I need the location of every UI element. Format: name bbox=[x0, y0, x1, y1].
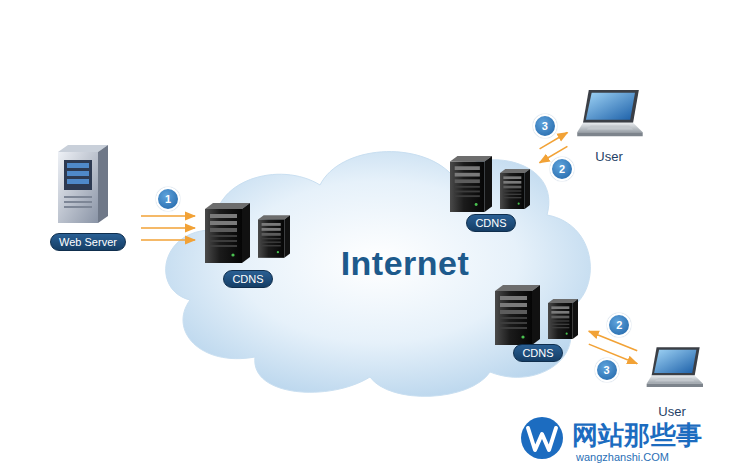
flow-arrow bbox=[141, 227, 195, 229]
web-server: Web Server bbox=[38, 140, 138, 255]
user-laptop: User bbox=[570, 84, 648, 166]
watermark-logo bbox=[521, 417, 563, 459]
cdns-server-icon bbox=[495, 285, 578, 345]
internet-cloud bbox=[166, 152, 591, 397]
cdns-server-icon bbox=[450, 156, 530, 212]
cdns-node: CDNS bbox=[490, 280, 586, 364]
flow-arrow bbox=[141, 239, 195, 241]
cloud-title: Internet bbox=[341, 244, 470, 283]
callout-number: 3 bbox=[595, 358, 619, 382]
cdns-server-icon bbox=[205, 203, 290, 263]
internet-cloud-label: Internet bbox=[300, 235, 510, 291]
user-name: User bbox=[593, 149, 624, 164]
callout-number: 1 bbox=[156, 187, 180, 211]
user-name: User bbox=[656, 404, 687, 419]
cdns-node: CDNS bbox=[445, 150, 537, 234]
cdns-node: CDNS bbox=[198, 198, 298, 290]
server-name: CDNS bbox=[513, 344, 562, 362]
server-name: CDNS bbox=[223, 270, 272, 288]
server-name: Web Server bbox=[50, 233, 126, 251]
watermark-text: 网站那些事 bbox=[572, 420, 702, 450]
user-laptop: User bbox=[640, 340, 704, 421]
watermark-url: wangzhanshi.COM bbox=[576, 451, 669, 464]
flow-arrow bbox=[141, 215, 195, 217]
laptop-icon bbox=[647, 347, 703, 387]
web-server-icon bbox=[58, 145, 108, 223]
laptop-icon bbox=[577, 90, 642, 136]
callout-number: 2 bbox=[607, 313, 631, 337]
callout-number: 3 bbox=[533, 114, 557, 138]
server-name: CDNS bbox=[466, 214, 515, 232]
callout-number: 2 bbox=[550, 157, 574, 181]
